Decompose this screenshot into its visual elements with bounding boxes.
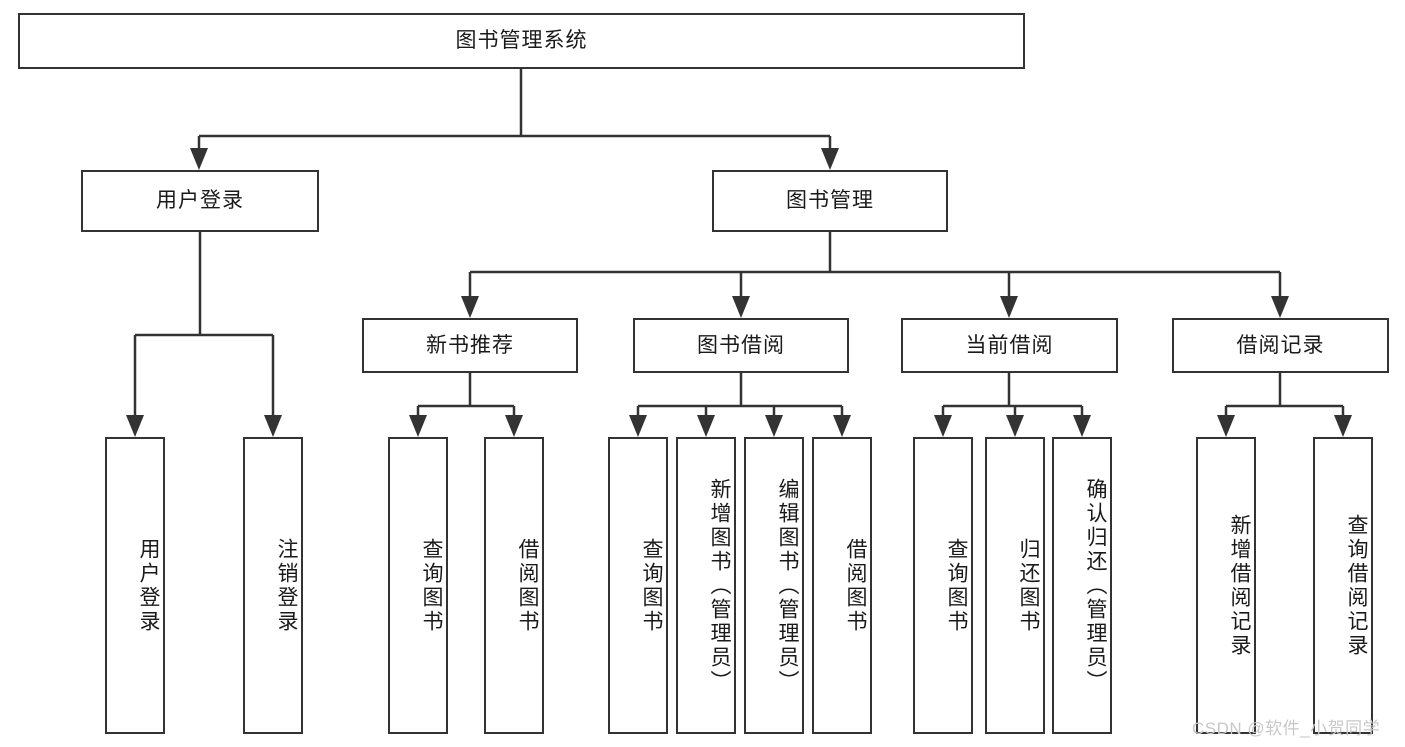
conn-borrow-record-arrow-1 — [1334, 415, 1352, 437]
node-label: 注销登录 — [275, 537, 298, 634]
node-leaf-query-record[interactable]: 查询借阅记录 — [1313, 437, 1373, 734]
node-root[interactable]: 图书管理系统 — [18, 13, 1025, 69]
node-label: 借阅记录 — [1236, 333, 1325, 357]
node-label: 当前借阅 — [965, 333, 1054, 357]
node-label: 图书管理 — [786, 189, 874, 213]
node-label: 确认归还（管理员） — [1084, 477, 1107, 694]
node-label: 借阅图书 — [516, 537, 539, 634]
node-leaf-confirm-return[interactable]: 确认归还（管理员） — [1052, 437, 1112, 734]
conn-book-borrow-arrow-2 — [765, 415, 783, 437]
conn-root-arrow-0 — [190, 148, 208, 170]
node-leaf-query-book-new[interactable]: 查询图书 — [388, 437, 448, 734]
conn-current-borrow-arrow-0 — [934, 415, 952, 437]
node-book-borrow[interactable]: 图书借阅 — [633, 318, 849, 373]
conn-user-login-arrow-0 — [126, 415, 144, 437]
node-label: 用户登录 — [156, 189, 244, 213]
conn-borrow-record-arrow-0 — [1217, 415, 1235, 437]
node-label: 新增借阅记录 — [1228, 513, 1251, 658]
node-book-management[interactable]: 图书管理 — [712, 170, 948, 232]
conn-current-borrow-arrow-1 — [1006, 415, 1024, 437]
conn-book-borrow-arrow-3 — [833, 415, 851, 437]
node-label: 查询图书 — [640, 537, 663, 634]
conn-user-login-arrow-1 — [264, 415, 282, 437]
node-label: 查询图书 — [945, 537, 968, 634]
node-label: 图书管理系统 — [455, 29, 588, 53]
conn-book-borrow-arrow-0 — [629, 415, 647, 437]
node-leaf-borrow-book-new[interactable]: 借阅图书 — [484, 437, 544, 734]
node-user-login[interactable]: 用户登录 — [81, 170, 319, 232]
conn-new-book-recommend-arrow-1 — [505, 415, 523, 437]
node-label: 归还图书 — [1017, 537, 1040, 634]
node-label: 图书借阅 — [697, 333, 785, 357]
node-borrow-record[interactable]: 借阅记录 — [1172, 318, 1389, 373]
csdn-watermark: CSDN @软件_小贺同学 — [1192, 719, 1381, 738]
node-label: 用户登录 — [137, 537, 160, 634]
conn-book-management-arrow-2 — [1000, 296, 1018, 318]
node-leaf-return-book[interactable]: 归还图书 — [985, 437, 1045, 734]
node-leaf-edit-book[interactable]: 编辑图书（管理员） — [744, 437, 804, 734]
conn-new-book-recommend-arrow-0 — [409, 415, 427, 437]
conn-book-management-arrow-1 — [732, 296, 750, 318]
conn-current-borrow-arrow-2 — [1073, 415, 1091, 437]
node-current-borrow[interactable]: 当前借阅 — [901, 318, 1118, 373]
conn-book-management-arrow-0 — [461, 296, 479, 318]
node-leaf-borrow-book[interactable]: 借阅图书 — [812, 437, 872, 734]
conn-root-arrow-1 — [821, 148, 839, 170]
node-label: 新书推荐 — [426, 333, 514, 357]
node-leaf-query-book-cur[interactable]: 查询图书 — [913, 437, 973, 734]
node-new-book-recommend[interactable]: 新书推荐 — [362, 318, 578, 373]
conn-book-borrow-arrow-1 — [697, 415, 715, 437]
conn-book-management-arrow-3 — [1271, 296, 1289, 318]
node-label: 查询借阅记录 — [1345, 513, 1368, 658]
node-leaf-add-book[interactable]: 新增图书（管理员） — [676, 437, 736, 734]
node-label: 借阅图书 — [844, 537, 867, 634]
node-label: 编辑图书（管理员） — [776, 477, 799, 694]
node-leaf-query-book[interactable]: 查询图书 — [608, 437, 668, 734]
node-label: 查询图书 — [420, 537, 443, 634]
node-label: 新增图书（管理员） — [708, 477, 731, 694]
node-leaf-user-login[interactable]: 用户登录 — [105, 437, 165, 734]
node-leaf-add-record[interactable]: 新增借阅记录 — [1196, 437, 1256, 734]
node-leaf-user-logout[interactable]: 注销登录 — [243, 437, 303, 734]
